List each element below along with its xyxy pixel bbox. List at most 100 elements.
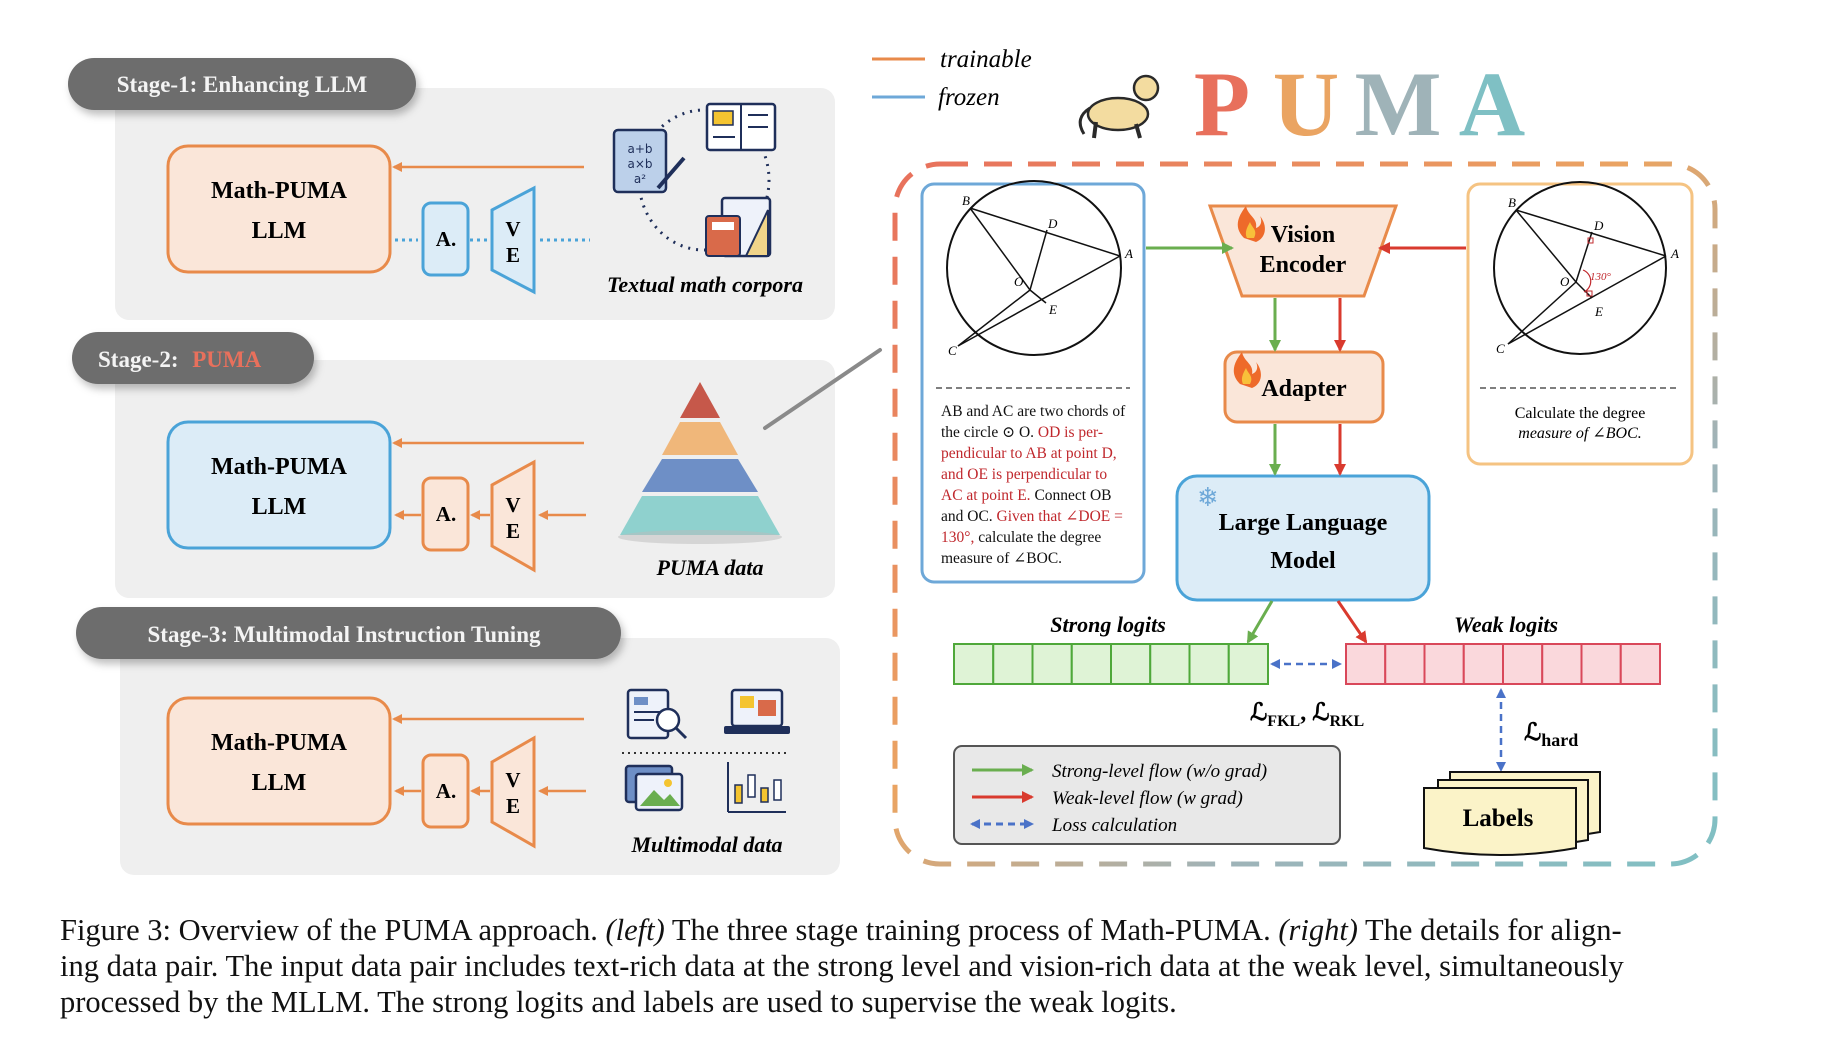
fire-icon: [1233, 352, 1261, 388]
stage-1-vision-encoder: [490, 185, 536, 295]
svg-text:130°: 130°: [1590, 271, 1612, 283]
svg-text:A.: A.: [436, 502, 456, 526]
logit-cell: [1345, 643, 1387, 685]
text-rich-card: B D A O E C AB and AC are two chords of t…: [920, 180, 1146, 584]
puma-letter-a: A: [1459, 53, 1525, 155]
weak-logits-bar: [1345, 643, 1661, 685]
fire-icon: [1237, 206, 1265, 242]
logit-cell: [1502, 643, 1544, 685]
hard-loss: ℒhard: [1524, 720, 1578, 750]
legend-label: Loss calculation: [1051, 815, 1177, 836]
calculator-ruler-icon: [705, 196, 772, 258]
stage-1-llm-line1: Math-PUMA: [211, 178, 348, 204]
text-problem-line: the circle ⊙ O. OD is per-: [941, 424, 1103, 441]
caption-line-2: ing data pair. The input data pair inclu…: [60, 949, 1624, 983]
stage-2-panel: Stage-2: PUMA Math-PUMA LLM A. V E PUMA …: [72, 332, 835, 598]
svg-text:A.: A.: [436, 227, 456, 251]
flow-legend: Strong-level flow (w/o grad) Weak-level f…: [953, 745, 1341, 845]
logit-cell: [953, 643, 995, 685]
legend-label: Strong-level flow (w/o grad): [1052, 761, 1267, 782]
text-problem-line: 130°, calculate the degree: [941, 529, 1101, 546]
stage-3-llm: [166, 696, 392, 826]
vision-encoder-block: Vision Encoder: [1207, 204, 1399, 298]
svg-text:Math-PUMA: Math-PUMA: [211, 454, 348, 480]
right-panel-frame: [892, 161, 1718, 867]
text-problem-line: and OE is perpendicular to: [941, 466, 1107, 483]
image-gallery-icon: [624, 764, 684, 812]
svg-text:C: C: [948, 343, 957, 358]
svg-text:E: E: [506, 519, 520, 543]
logit-cell: [1031, 643, 1073, 685]
pyramid-icon: [618, 382, 782, 544]
text-problem-line: pendicular to AB at point D,: [941, 445, 1117, 462]
svg-text:LLM: LLM: [252, 770, 307, 796]
stage-3-adapter: [421, 753, 470, 829]
logit-cell: [1188, 643, 1230, 685]
puma-letter-m: M: [1355, 53, 1442, 155]
svg-text:a²: a²: [634, 172, 646, 186]
logit-cell: [1384, 643, 1426, 685]
caption-line-3: processed by the MLLM. The strong logits…: [60, 985, 1177, 1019]
strong-logits-label: Strong logits: [1050, 612, 1166, 637]
svg-text:O: O: [1560, 274, 1570, 289]
adapter-block: Adapter: [1223, 350, 1385, 424]
vision-rich-card: 130° B D A O E C Calculate the degree me…: [1466, 181, 1694, 466]
logit-cell: [1070, 643, 1112, 685]
stage-1-adapter: [421, 201, 470, 277]
logit-cell: [1462, 643, 1504, 685]
stage-2-vision-encoder: [490, 459, 536, 573]
laptop-icon: [724, 688, 790, 734]
stage-1-llm: [166, 144, 392, 274]
puma-mascot-icon: [1078, 74, 1160, 139]
svg-text:O: O: [1014, 274, 1024, 289]
top-legend: trainable frozen: [872, 46, 1032, 111]
svg-text:a×b: a×b: [627, 157, 652, 171]
logit-cell: [1149, 643, 1191, 685]
svg-text:Stage-2: PUMA: Stage-2: PUMA: [98, 347, 262, 372]
geometry-figure-right: 130° B D A O E C: [1493, 181, 1679, 356]
svg-text:V: V: [505, 493, 520, 517]
svg-text:B: B: [1508, 195, 1516, 210]
text-problem: AB and AC are two chords of the circle ⊙ …: [941, 403, 1126, 567]
logit-cell: [1423, 643, 1465, 685]
document-search-icon: [626, 688, 688, 740]
svg-text:a+b: a+b: [627, 142, 652, 156]
vision-problem-line1: Calculate the degree: [1515, 405, 1646, 422]
legend-label: Weak-level flow (w grad): [1052, 788, 1243, 809]
puma-letter-u: U: [1273, 53, 1339, 155]
figure-caption: Figure 3: Overview of the PUMA approach.…: [60, 912, 1760, 1020]
svg-text:V: V: [505, 768, 520, 792]
caption-line-1: Figure 3: Overview of the PUMA approach.…: [60, 913, 1622, 947]
svg-text:Math-PUMA: Math-PUMA: [211, 730, 348, 756]
math-worksheet-icon: a+b a×b a²: [612, 128, 686, 194]
fkl-rkl-loss: ℒFKL, ℒRKL: [1250, 700, 1364, 730]
weak-logits-label: Weak logits: [1454, 612, 1558, 637]
flow-arrows: [1146, 242, 1466, 644]
puma-letter-p: P: [1194, 53, 1250, 155]
logit-cell: [992, 643, 1034, 685]
logit-cell: [1541, 643, 1583, 685]
geometry-figure-left: B D A O E C: [946, 180, 1133, 358]
stage-2-title-puma: PUMA: [192, 347, 261, 372]
logit-cell: [1110, 643, 1152, 685]
stage-3-data-label: Multimodal data: [631, 832, 783, 857]
stage-3-panel: Stage-3: Multimodal Instruction Tuning M…: [76, 607, 840, 875]
puma-logo: P U M A: [1194, 53, 1525, 155]
vision-problem-line2: measure of ∠BOC.: [1518, 425, 1641, 442]
logit-cell: [1619, 643, 1661, 685]
stage-1-panel: Stage-1: Enhancing LLM Math-PUMA LLM A. …: [68, 58, 835, 320]
llm-line1: Large Language: [1219, 510, 1388, 536]
stage-2-title-prefix: Stage-2:: [98, 347, 178, 372]
adapter-label: Adapter: [1261, 376, 1347, 402]
text-problem-line: AB and AC are two chords of: [941, 403, 1126, 420]
legend-trainable: trainable: [940, 46, 1032, 73]
svg-text:A: A: [1670, 246, 1679, 261]
labels-text: Labels: [1463, 805, 1534, 832]
math-book-icon: [705, 102, 777, 152]
svg-text:C: C: [1496, 341, 1505, 356]
candlestick-chart-icon: [727, 762, 786, 813]
strong-logits-bar: [953, 643, 1269, 685]
large-language-model-block: ❄ Large Language Model: [1175, 474, 1431, 602]
connector-line: [763, 348, 882, 430]
stage-3-title: Stage-3: Multimodal Instruction Tuning: [148, 622, 541, 647]
